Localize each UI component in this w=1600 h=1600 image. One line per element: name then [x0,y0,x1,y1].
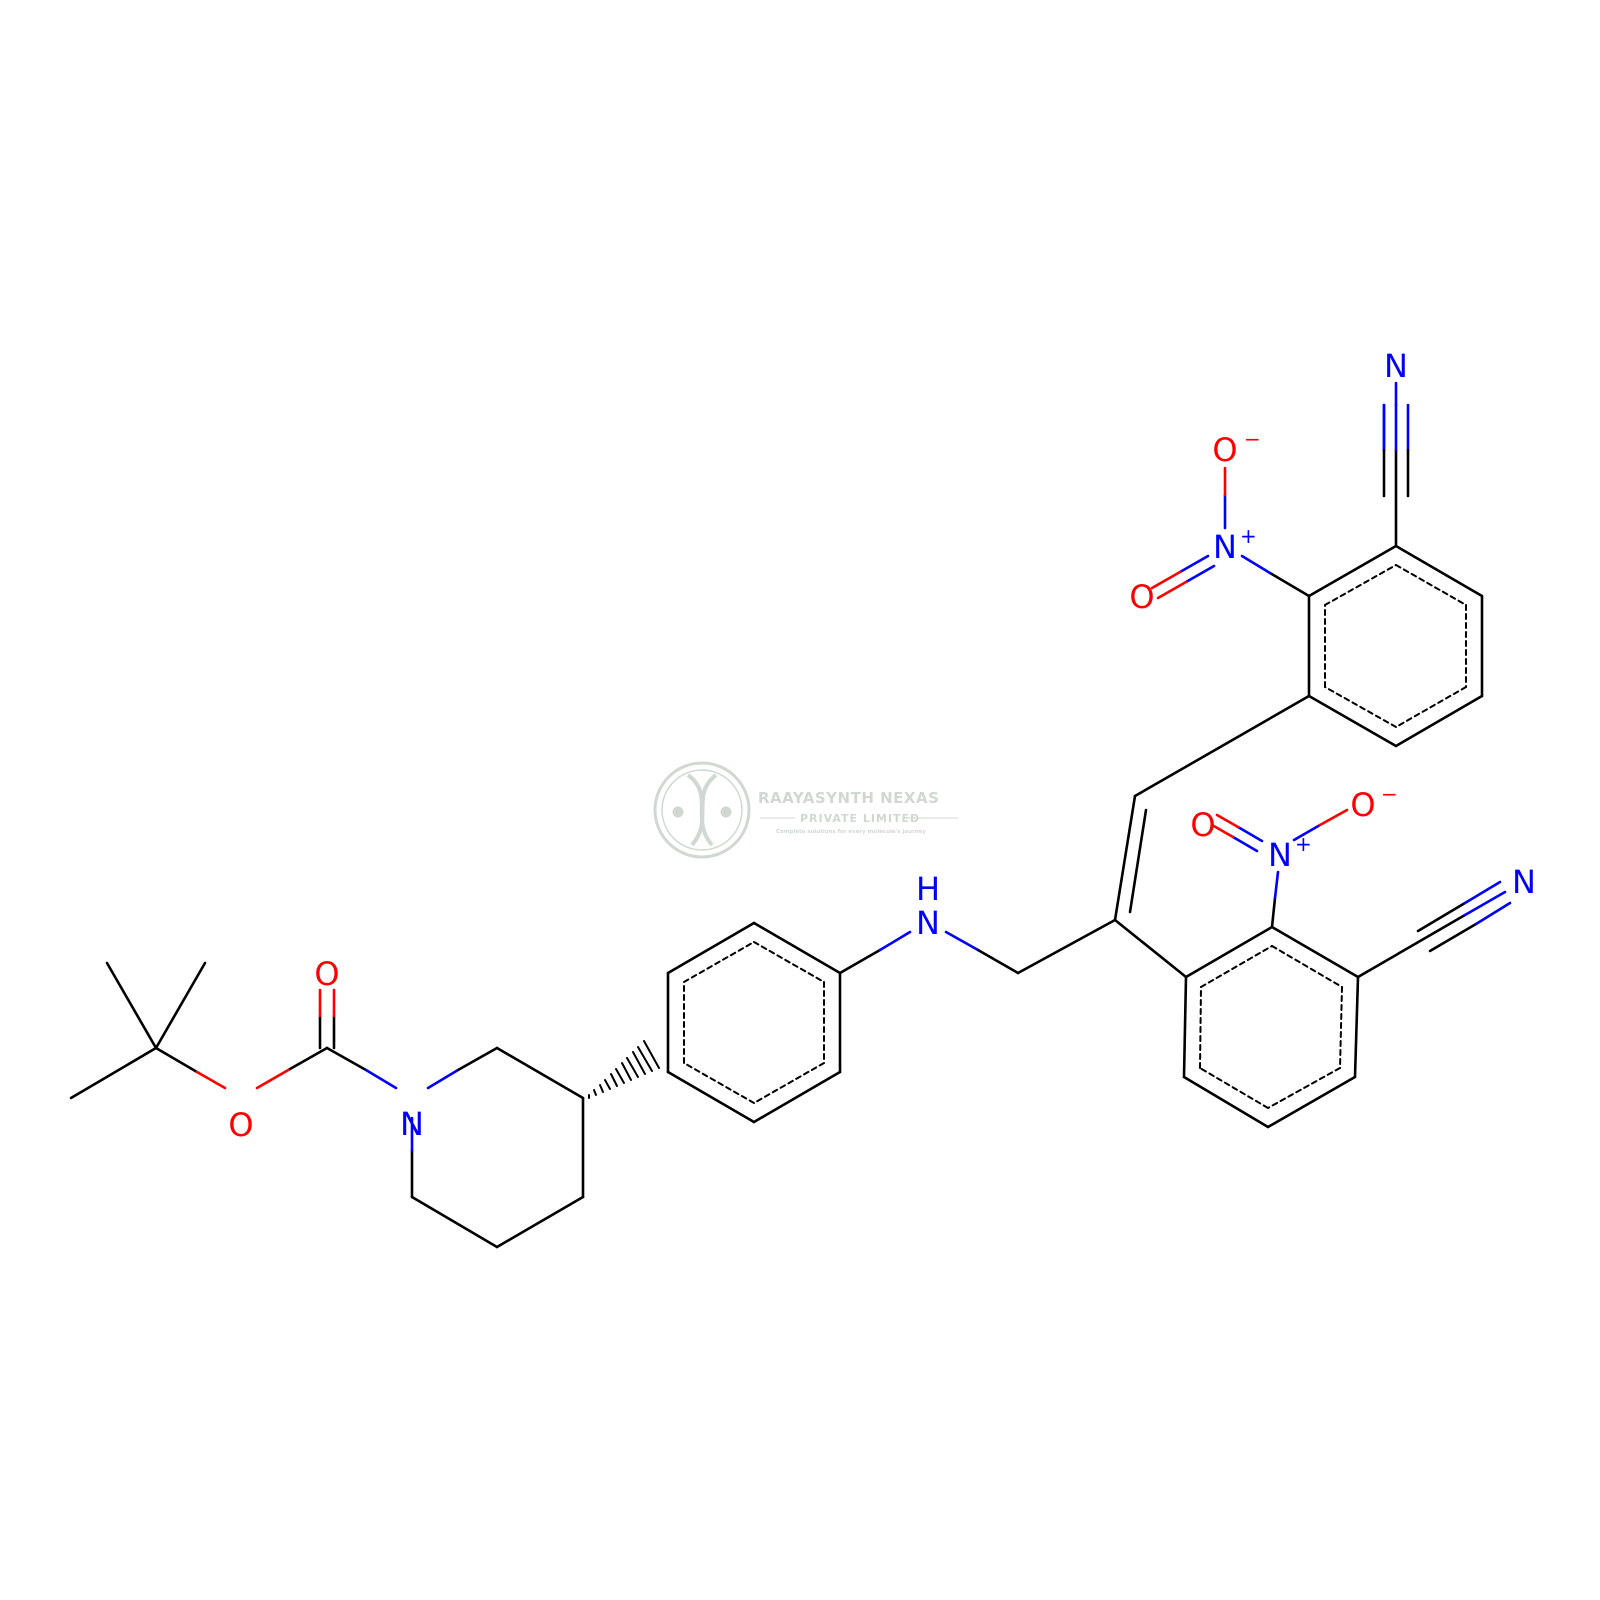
atom-n-piperidine: N [400,1105,424,1143]
bond [1307,694,1398,748]
bonds [69,381,1512,1249]
watermark-company: RAAYASYNTH NEXAS [758,789,939,807]
bond [1353,975,1360,1079]
bond [1463,880,1502,905]
bond [1182,1075,1270,1129]
bond [1273,870,1280,900]
bond [1474,901,1512,926]
bond [1307,544,1398,598]
bond [1016,918,1117,975]
aromatic-dashes [1199,945,1343,1109]
bond [1268,571,1311,598]
atom-n-nitro-upper: N [1213,528,1237,566]
bond [1428,922,1478,953]
bond [1416,901,1467,933]
bond [1266,1075,1357,1129]
bond [495,1195,585,1249]
bond [1178,554,1210,574]
atom-n-nitrile-upper: N [1384,347,1408,385]
bond [426,1068,460,1090]
bond [1182,975,1188,1079]
aromatic-dashes [683,941,825,1104]
bond [1128,808,1148,914]
charge-n-nitro-lower: + [1295,832,1312,856]
bond [1318,808,1349,827]
atom-o-nitro-lower-right: O [1350,786,1375,824]
bond [1231,835,1259,853]
bond [944,930,980,952]
bond [1113,918,1188,979]
bond [1240,554,1272,575]
atom-n-nitrile-lower: N [1512,863,1536,901]
bond [1133,694,1311,798]
bond [752,1070,842,1124]
bond [1394,694,1484,748]
bond [1394,544,1484,598]
atom-labels: O O N H N N O − N + O O N + O − N [228,347,1536,1144]
atom-n-amine: N [916,904,940,942]
bond [69,1046,158,1100]
atom-o-nitro-upper-top: O [1212,431,1237,469]
hashed-wedge-bond [588,1040,660,1099]
bond [976,948,1020,975]
bond [325,1046,368,1072]
bond [838,948,882,975]
bond [752,921,842,975]
atom-n-nitro-lower: N [1268,836,1292,874]
atom-o-nitro-lower-left: O [1190,806,1215,844]
bond [154,961,207,1050]
bond [410,1195,499,1249]
bond [1113,794,1137,922]
watermark-tagline: Complete solutions for every molecule's … [776,829,926,835]
bond [666,921,756,975]
bond [666,1070,756,1124]
bond [1236,825,1264,843]
charge-n-nitro-upper: + [1240,524,1257,548]
bond [456,1046,499,1072]
charge-o-nitro-upper-top: − [1244,427,1261,451]
bond [1156,580,1188,600]
atom-o-ester: O [228,1106,253,1144]
bond [1150,570,1182,590]
atom-h-amine: H [916,870,940,908]
atom-o-carbonyl: O [314,955,339,993]
bond [495,1046,585,1100]
bond [1270,896,1277,929]
bond [195,1070,227,1090]
bond [105,961,158,1050]
watermark-logo-icon [653,761,751,859]
bond [255,1067,292,1090]
bond [1184,925,1274,979]
bond [878,930,912,952]
aromatic-dashes [1324,564,1467,728]
bond [1184,564,1216,584]
bond [1356,913,1467,979]
bond [1210,823,1235,839]
watermark-subtitle: PRIVATE LIMITED [800,812,920,825]
charge-o-nitro-lower-right: − [1381,782,1398,806]
bond [288,1046,329,1071]
bond [364,1068,398,1090]
bond [1270,925,1360,979]
bond [1292,823,1322,842]
watermark: RAAYASYNTH NEXAS PRIVATE LIMITED Complet… [653,761,958,859]
bond [1463,890,1507,917]
atom-o-nitro-upper-left: O [1129,578,1154,616]
bond [1215,813,1240,829]
bond [154,1046,199,1074]
